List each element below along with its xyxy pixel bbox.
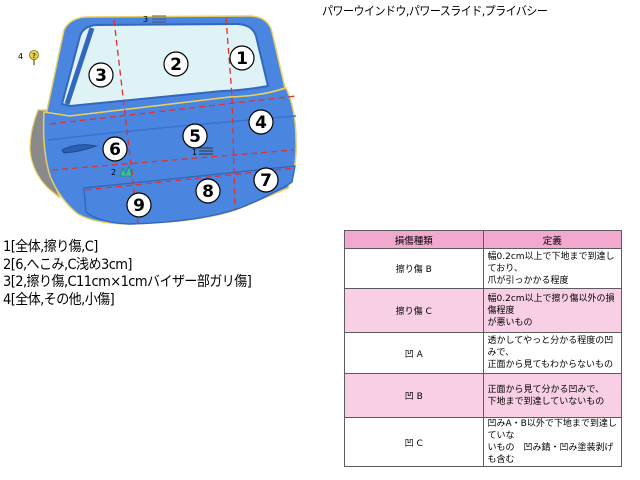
zone-circle-2[interactable]: 2 xyxy=(163,51,189,77)
svg-text:6: 6 xyxy=(109,140,121,160)
header-damage-type: 損傷種類 xyxy=(344,230,484,249)
damage-notes: 1[全体,擦り傷,C] 2[6,へこみ,C浅め3cm] 3[2,擦り傷,C11c… xyxy=(3,239,270,309)
zone-circle-7[interactable]: 7 xyxy=(253,167,279,193)
svg-text:8: 8 xyxy=(202,182,214,202)
quarter-glass-divider xyxy=(64,27,95,105)
zone-circle-1[interactable]: 1 xyxy=(229,45,255,71)
table-row: 擦り傷 B 幅0.2cm以上で下地まで到達しており、 爪が引っかかる程度 xyxy=(344,248,622,289)
row-definition: 幅0.2cm以上で下地まで到達しており、 爪が引っかかる程度 xyxy=(482,248,622,289)
damage-note-2: 2[6,へこみ,C浅め3cm] xyxy=(3,256,133,273)
table-row: 凹 B 正面から見て分かる凹みで、 下地まで到達していないもの xyxy=(344,373,622,418)
row-definition: 凹みA・B以外で下地まで到達していな いもの 凹み錆・凹み塗装剥げも含む xyxy=(482,417,622,467)
table-row: 擦り傷 C 幅0.2cm以上で擦り傷以外の損傷程度 が悪いもの xyxy=(344,288,622,333)
table-row: 凹 A 透かしてやっと分かる程度の凹みで、 正面から見てもわからないもの xyxy=(344,332,622,374)
marker-1[interactable]: 1 xyxy=(192,147,213,157)
row-definition: 正面から見て分かる凹みで、 下地まで到達していないもの xyxy=(482,373,622,418)
svg-text:1: 1 xyxy=(192,148,197,157)
zone-circle-4[interactable]: 4 xyxy=(248,109,274,135)
marker-4[interactable]: 4 ? xyxy=(18,50,39,66)
row-term: 擦り傷 B xyxy=(344,248,484,289)
svg-text:2: 2 xyxy=(111,168,116,177)
svg-text:1: 1 xyxy=(236,49,248,69)
row-definition: 幅0.2cm以上で擦り傷以外の損傷程度 が悪いもの xyxy=(482,288,622,333)
svg-text:5: 5 xyxy=(189,127,201,147)
svg-text:7: 7 xyxy=(260,171,272,191)
marker-2[interactable]: 2 xyxy=(111,164,133,177)
marker-3[interactable]: 3 xyxy=(143,15,166,24)
row-term: 凹 A xyxy=(344,332,484,374)
feature-list: パワーウインドウ,パワースライド,プライバシー xyxy=(322,4,548,18)
zone-circle-5[interactable]: 5 xyxy=(182,123,208,149)
svg-text:2: 2 xyxy=(170,55,182,75)
svg-text:3: 3 xyxy=(95,66,107,86)
door-diagram: 1 2 3 4 5 6 7 8 xyxy=(18,15,297,225)
svg-text:?: ? xyxy=(32,52,36,60)
table-row: 凹 C 凹みA・B以外で下地まで到達していな いもの 凹み錆・凹み塗装剥げも含む xyxy=(344,417,622,467)
zone-circle-8[interactable]: 8 xyxy=(195,178,221,204)
svg-text:4: 4 xyxy=(255,113,267,133)
list-icon xyxy=(199,147,213,155)
row-definition: 透かしてやっと分かる程度の凹みで、 正面から見てもわからないもの xyxy=(482,332,622,374)
door-handle xyxy=(61,144,98,154)
damage-note-1: 1[全体,擦り傷,C] xyxy=(3,239,98,255)
zone-circle-6[interactable]: 6 xyxy=(102,136,128,162)
zone-circle-9[interactable]: 9 xyxy=(126,192,152,218)
row-term: 凹 C xyxy=(344,417,484,467)
zone-circles: 1 2 3 4 5 6 7 8 xyxy=(88,45,279,218)
damage-definition-table: 損傷種類 定義 擦り傷 B 幅0.2cm以上で下地まで到達しており、 爪が引っか… xyxy=(344,230,622,467)
svg-text:4: 4 xyxy=(18,52,23,61)
damage-note-4: 4[全体,その他,小傷] xyxy=(3,291,115,308)
svg-text:3: 3 xyxy=(143,15,148,24)
row-term: 凹 B xyxy=(344,373,484,418)
list-icon xyxy=(152,15,166,23)
svg-text:9: 9 xyxy=(133,196,145,216)
dent-icon xyxy=(119,164,133,177)
zone-circle-3[interactable]: 3 xyxy=(88,62,114,88)
question-icon: ? xyxy=(29,50,39,65)
damage-note-3: 3[2,擦り傷,C11cm×1cmバイザー部ガリ傷] xyxy=(3,274,252,290)
header-definition: 定義 xyxy=(482,230,622,249)
table-header: 損傷種類 定義 xyxy=(344,230,622,249)
row-term: 擦り傷 C xyxy=(344,288,484,333)
